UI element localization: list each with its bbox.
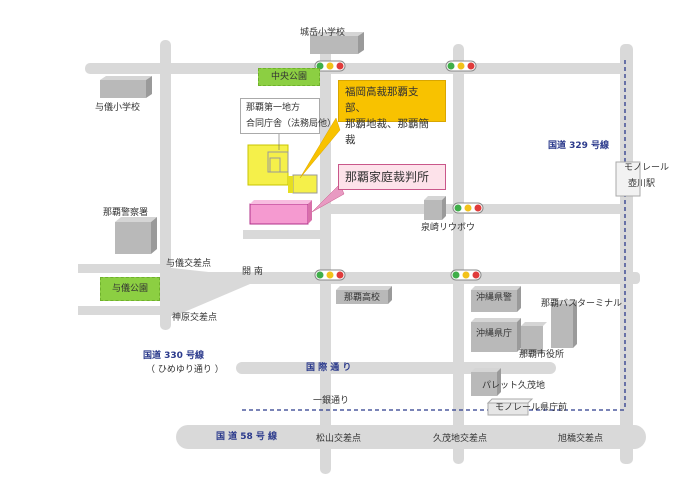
traffic-signals — [314, 60, 484, 281]
high-court-callout: 福岡高裁那覇支部、 那覇地裁、那覇簡裁 — [338, 80, 446, 146]
central-park: 中央公園 — [258, 68, 320, 86]
road-kokusai — [236, 362, 556, 374]
label-bus-terminal: 那覇バスターミナル — [541, 299, 623, 309]
signal-kainan-center — [314, 269, 346, 281]
callout-pointers — [278, 117, 345, 213]
building-pallet-kumoji — [471, 368, 501, 396]
buildings — [100, 32, 641, 416]
govt-building-label-frame — [240, 98, 320, 134]
govt-building-label-1: 那覇第一地方 — [246, 103, 301, 113]
building-family-court — [249, 200, 312, 225]
building-naha-city-hall — [521, 322, 547, 354]
road-kohara-west — [78, 306, 168, 315]
label-asahibashi-intersection: 旭橋交差点 — [558, 434, 604, 444]
label-route330: 国道 330 号線 — [143, 351, 205, 361]
govt-building-label-2: 合同庁舎（法務局他） — [246, 119, 337, 129]
label-naha-city-hall: 那覇市役所 — [519, 350, 565, 360]
label-pallet-kumoji: パレット久茂地 — [482, 381, 546, 391]
building-yogi-school — [100, 76, 152, 98]
signal-north-east — [445, 60, 477, 72]
signal-kainan-east — [450, 269, 482, 281]
building-jouganku-school — [310, 32, 364, 54]
building-okinawa-police — [471, 286, 521, 312]
high-court-callout-line2: 那覇地裁、那覇簡裁 — [345, 118, 429, 146]
building-monorail-tsubogawa — [615, 161, 641, 197]
label-monorail-station-line1: モノレール — [624, 163, 670, 173]
building-naha-high — [336, 286, 392, 304]
label-himeyuri: （ ひめゆり通り ） — [146, 365, 224, 375]
signal-izumizaki — [452, 202, 484, 214]
label-route58: 国 道 58 号 線 — [216, 432, 278, 442]
label-naha-high: 那覇高校 — [344, 293, 381, 303]
label-matsuyama-intersection: 松山交差点 — [316, 434, 362, 444]
road-far-east-vertical — [620, 44, 633, 464]
building-izumizaki-ryubo — [424, 196, 446, 220]
road-diagonal-upper — [170, 270, 240, 284]
building-naha-police — [115, 217, 157, 254]
label-izumizaki-ryubo: 泉崎リウボウ — [421, 223, 476, 233]
family-court-callout: 那覇家庭裁判所 — [338, 164, 446, 190]
label-kumoji-intersection: 久茂地交差点 — [433, 434, 488, 444]
building-bus-terminal — [551, 300, 577, 348]
label-kokusai: 国 際 通 り — [306, 363, 352, 373]
road-west-vertical — [160, 40, 171, 330]
high-court-callout-line1: 福岡高裁那覇支部、 — [345, 86, 419, 114]
label-route329: 国道 329 号線 — [548, 141, 610, 151]
label-naha-police: 那覇警察署 — [103, 208, 149, 218]
label-ichigin: 一銀通り — [313, 396, 350, 406]
road-court-side — [243, 230, 331, 239]
road-route58 — [176, 425, 646, 449]
monorail-line — [242, 60, 626, 411]
building-govt-office — [247, 144, 318, 194]
label-monorail-station-line2: 壺川駅 — [628, 179, 656, 189]
label-okinawa-police: 沖縄県警 — [476, 293, 513, 303]
label-yogi-school: 与儀小学校 — [95, 103, 141, 113]
road-kainan — [160, 272, 640, 284]
label-okinawa-pref: 沖縄県庁 — [476, 329, 513, 339]
building-okinawa-pref — [471, 318, 521, 352]
label-yogi-intersection: 与儀交差点 — [166, 259, 212, 269]
label-jouganku-school: 城岳小学校 — [300, 28, 346, 38]
building-monorail-kencho — [486, 398, 534, 416]
label-kainan: 開 南 — [242, 267, 263, 277]
label-kohara-intersection: 神原交差点 — [172, 313, 218, 323]
road-yogi-west — [78, 264, 168, 273]
signal-central-park — [314, 60, 346, 72]
road-east-vertical — [453, 44, 464, 464]
yogi-park: 与儀公園 — [100, 277, 160, 301]
road-north — [85, 63, 630, 74]
label-monorail-kencho: モノレール県庁前 — [495, 403, 568, 413]
